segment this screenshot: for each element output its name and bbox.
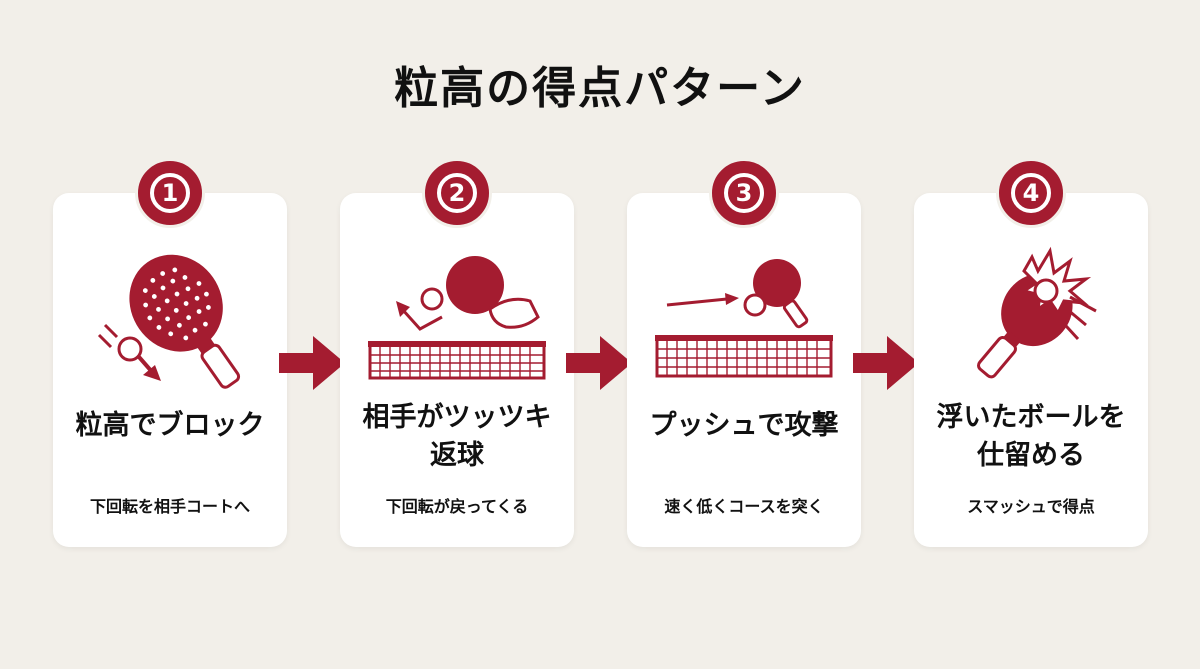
step-subtext: 速く低くコースを突く bbox=[664, 497, 824, 516]
step-number: 1 bbox=[150, 173, 190, 213]
page-title: 粒高の得点パターン bbox=[394, 63, 806, 114]
push-attack-icon bbox=[655, 259, 833, 378]
step-number: 3 bbox=[724, 173, 764, 213]
step-card-1: 粒高でブロック 下回転を相手コートへ bbox=[53, 193, 287, 547]
step-number: 2 bbox=[437, 173, 477, 213]
paddle-push-over-net-icon bbox=[368, 256, 546, 380]
step-subtext: 下回転を相手コートへ bbox=[89, 497, 250, 516]
step-heading: 浮いたボールを仕留める bbox=[936, 402, 1126, 471]
step-number-badge-3: 3 bbox=[709, 158, 779, 228]
step-number-badge-4: 4 bbox=[996, 158, 1066, 228]
arrow-right-icon bbox=[566, 336, 632, 390]
step-heading: 相手がツッツキ返球 bbox=[362, 402, 552, 471]
step-heading: 粒高でブロック bbox=[75, 410, 265, 441]
arrow-right-icon bbox=[279, 336, 345, 390]
smash-impact-icon bbox=[977, 246, 1097, 379]
step-number-badge-2: 2 bbox=[422, 158, 492, 228]
step-card-4: 浮いたボールを仕留める スマッシュで得点 bbox=[914, 193, 1148, 547]
step-heading: プッシュで攻撃 bbox=[649, 410, 839, 441]
step-number: 4 bbox=[1011, 173, 1051, 213]
step-card-3: プッシュで攻撃 速く低くコースを突く bbox=[627, 193, 861, 547]
step-number-badge-1: 1 bbox=[135, 158, 205, 228]
arrow-right-icon bbox=[853, 336, 919, 390]
step-card-2: 相手がツッツキ返球 下回転が戻ってくる bbox=[340, 193, 574, 547]
pimpled-paddle-block-icon bbox=[97, 254, 241, 389]
step-subtext: スマッシュで得点 bbox=[967, 497, 1095, 516]
step-subtext: 下回転が戻ってくる bbox=[385, 497, 529, 516]
